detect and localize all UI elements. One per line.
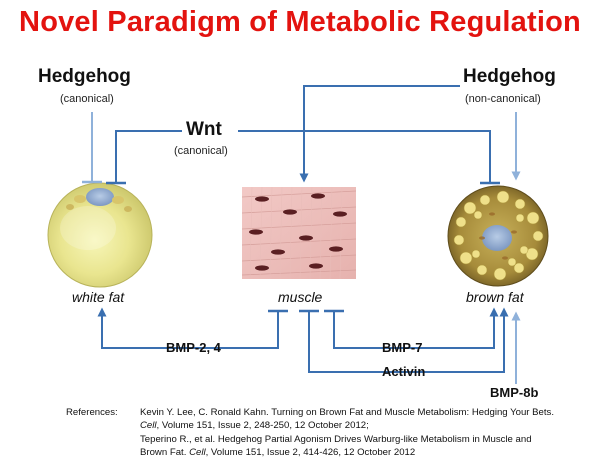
reference-2-journal: Cell (189, 447, 206, 459)
reference-1-citation: Cell, Volume 151, Issue 2, 248-250, 12 O… (140, 419, 600, 432)
white-fat-cell (47, 182, 153, 288)
diagram-title: Novel Paradigm of Metabolic Regulation (19, 6, 581, 38)
bmp-7-label: BMP-7 (382, 340, 423, 355)
muscle-label: muscle (278, 289, 323, 305)
brown-fat-cell (447, 185, 549, 287)
reference-2-authors: Teperino R., et al. Hedgehog Partial Ago… (140, 433, 532, 445)
reference-2-title-end: Brown Fat. (140, 447, 190, 459)
wnt-note: (canonical) (174, 145, 228, 157)
wnt-label: Wnt (186, 119, 222, 140)
pathway-connectors (82, 85, 521, 384)
hedgehog-canonical-label: Hedgehog (38, 66, 131, 87)
bmp-8b-label: BMP-8b (490, 385, 539, 400)
reference-1-detail: , Volume 151, Issue 2, 248-250, 12 Octob… (156, 420, 369, 432)
reference-2-detail: , Volume 151, Issue 2, 414-426, 12 Octob… (205, 447, 416, 459)
brown-fat-label: brown fat (466, 289, 524, 305)
bmp-2-4-label: BMP-2, 4 (166, 340, 221, 355)
reference-2-citation: Brown Fat. Cell, Volume 151, Issue 2, 41… (140, 446, 600, 459)
activin-label: Activin (382, 364, 426, 379)
white-fat-label: white fat (72, 289, 125, 305)
reference-1-journal: Cell (140, 420, 157, 432)
reference-1-authors: Kevin Y. Lee, C. Ronald Kahn. Turning on… (140, 407, 555, 418)
hedgehog-canonical-note: (canonical) (60, 93, 114, 105)
references-label: References: (66, 407, 118, 418)
muscle-tissue (241, 186, 357, 280)
hedgehog-noncanonical-label: Hedgehog (463, 66, 556, 87)
hedgehog-noncanonical-note: (non-canonical) (465, 93, 541, 105)
